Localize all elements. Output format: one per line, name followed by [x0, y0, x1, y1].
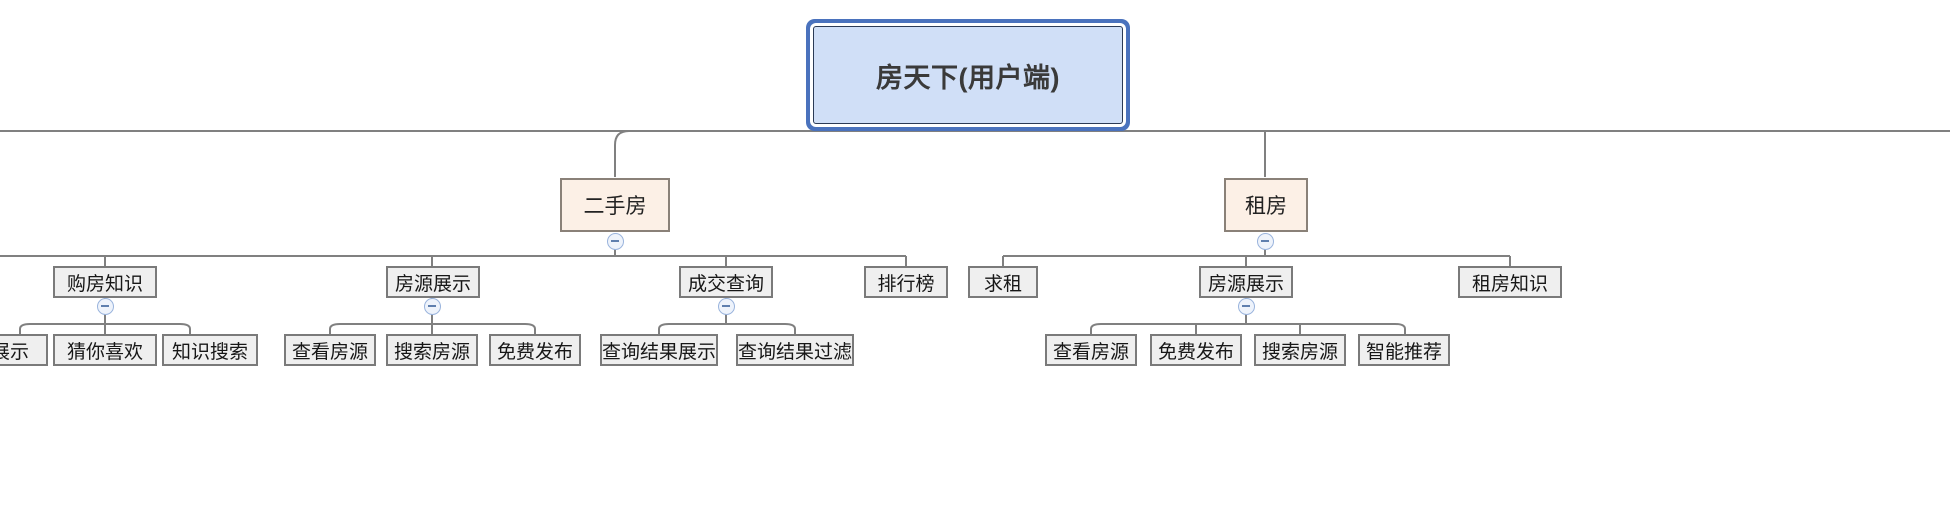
collapse-badge-chengjiaochaxun[interactable]	[717, 297, 735, 315]
node-zhishisousuo-label: 知识搜索	[171, 341, 248, 363]
node-paihangbang[interactable]: 排行榜	[864, 266, 948, 298]
node-fangyuanzhanshi-a[interactable]: 房源展示	[386, 266, 480, 298]
node-zhinengtuijian[interactable]: 智能推荐	[1358, 334, 1450, 366]
minus-icon	[611, 240, 619, 242]
node-mianfeifabu-a[interactable]: 免费发布	[489, 334, 581, 366]
edge-goufangzhishi-bus	[19, 323, 191, 334]
node-sousuofangyuan-b-label: 搜索房源	[1261, 341, 1338, 363]
node-mianfeifabu-b-label: 免费发布	[1157, 341, 1234, 363]
node-sousuofangyuan-a-label: 搜索房源	[393, 341, 470, 363]
node-zufang-label: 租房	[1245, 195, 1287, 218]
node-cainixihuan-label: 猜你喜欢	[66, 341, 143, 363]
node-chengjiaochaxun[interactable]: 成交查询	[679, 266, 773, 298]
node-paihangbang-label: 排行榜	[877, 273, 935, 295]
edge-cjcx-bus	[658, 323, 796, 334]
node-zufangzhishi-label: 租房知识	[1471, 273, 1548, 295]
node-chaxunjieguoguolv[interactable]: 查询结果过滤	[736, 334, 854, 366]
edge-fyzs-b-bus	[1090, 323, 1406, 334]
node-mianfeifabu-a-label: 免费发布	[496, 341, 573, 363]
node-fangyuanzhanshi-b-label: 房源展示	[1207, 273, 1284, 295]
node-cainixihuan[interactable]: 猜你喜欢	[53, 334, 157, 366]
minus-icon	[722, 305, 730, 307]
collapse-badge-zufang[interactable]	[1256, 232, 1274, 250]
node-chakanfangyuan-b[interactable]: 查看房源	[1045, 334, 1137, 366]
root-node[interactable]: 房天下(用户端)	[813, 26, 1123, 124]
node-chakanfangyuan-b-label: 查看房源	[1052, 341, 1129, 363]
node-goufangzhishi[interactable]: 购房知识	[53, 266, 157, 298]
node-zufang[interactable]: 租房	[1224, 178, 1308, 232]
minus-icon	[1261, 240, 1269, 242]
node-chaxunjieguozhanshi[interactable]: 查询结果展示	[600, 334, 718, 366]
node-fangyuanzhanshi-a-label: 房源展示	[394, 273, 471, 295]
edge-fyzs-a-bus	[329, 323, 536, 334]
node-qiuzu-label: 求租	[983, 273, 1022, 295]
node-ershoufang[interactable]: 二手房	[560, 178, 670, 232]
node-zhinengtuijian-label: 智能推荐	[1365, 341, 1442, 363]
root-node-label: 房天下(用户端)	[876, 62, 1060, 93]
minus-icon	[428, 305, 436, 307]
node-sousuofangyuan-a[interactable]: 搜索房源	[386, 334, 478, 366]
node-chakanfangyuan-a-label: 查看房源	[291, 341, 368, 363]
node-mianfeifabu-b[interactable]: 免费发布	[1150, 334, 1242, 366]
collapse-badge-fangyuanzhanshi-a[interactable]	[423, 297, 441, 315]
node-zhanshi[interactable]: 展示	[0, 334, 48, 366]
node-chaxunjieguozhanshi-label: 查询结果展示	[602, 341, 717, 363]
node-chakanfangyuan-a[interactable]: 查看房源	[284, 334, 376, 366]
node-sousuofangyuan-b[interactable]: 搜索房源	[1254, 334, 1346, 366]
node-qiuzu[interactable]: 求租	[968, 266, 1038, 298]
node-chaxunjieguoguolv-label: 查询结果过滤	[738, 341, 853, 363]
edge-bus-to-ershoufang	[614, 130, 630, 177]
node-ershoufang-label: 二手房	[583, 195, 647, 218]
node-zhanshi-label: 展示	[0, 341, 29, 363]
node-goufangzhishi-label: 购房知识	[66, 273, 143, 295]
minus-icon	[101, 305, 109, 307]
node-fangyuanzhanshi-b[interactable]: 房源展示	[1199, 266, 1293, 298]
node-zufangzhishi[interactable]: 租房知识	[1458, 266, 1562, 298]
collapse-badge-ershoufang[interactable]	[606, 232, 624, 250]
collapse-badge-goufangzhishi[interactable]	[96, 297, 114, 315]
node-chengjiaochaxun-label: 成交查询	[687, 273, 764, 295]
minus-icon	[1242, 305, 1250, 307]
collapse-badge-fangyuanzhanshi-b[interactable]	[1237, 297, 1255, 315]
node-zhishisousuo[interactable]: 知识搜索	[162, 334, 258, 366]
